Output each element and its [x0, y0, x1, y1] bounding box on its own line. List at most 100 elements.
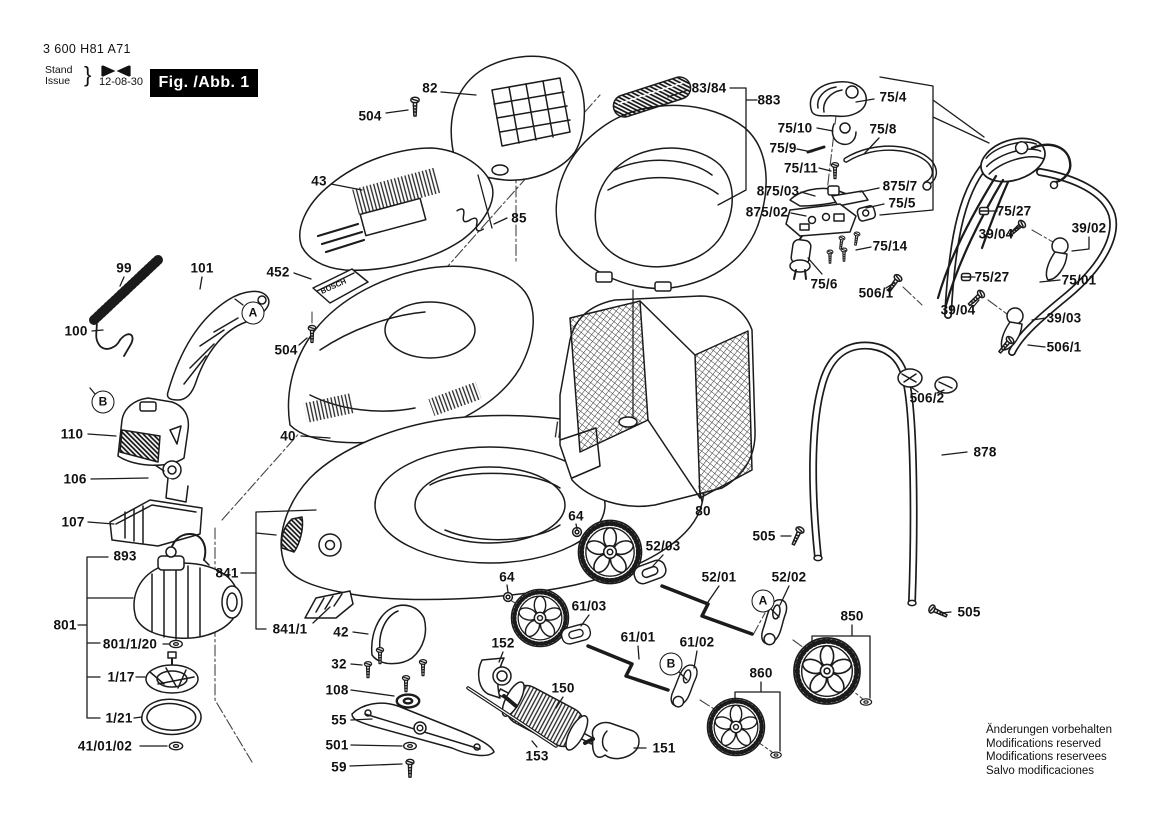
- label-504a: 504: [358, 108, 382, 124]
- label-841-1: 841/1: [272, 621, 308, 637]
- label-64b: 64: [499, 569, 515, 585]
- label-106: 106: [63, 471, 87, 487]
- art-upper-handle-75-01: [936, 137, 1118, 356]
- stand-label: Stand: [45, 64, 73, 76]
- label-875-02: 875/02: [745, 204, 789, 220]
- art-clip-75-27a: [978, 206, 990, 216]
- marker-a-lever: A: [241, 301, 265, 325]
- label-841: 841: [215, 565, 239, 581]
- label-75-6: 75/6: [810, 276, 838, 292]
- art-holder-152: [477, 657, 518, 708]
- label-883: 883: [757, 92, 781, 108]
- art-deflector-42: [370, 604, 427, 665]
- note-de: Änderungen vorbehalten: [986, 724, 1112, 736]
- revision-brace: }: [84, 62, 92, 87]
- art-tray-107: [109, 499, 203, 547]
- marker-b-axle: B: [659, 652, 683, 676]
- label-850: 850: [840, 608, 864, 624]
- art-axle-61-01: [586, 644, 670, 692]
- revision-mark-icon: [100, 64, 132, 82]
- label-501: 501: [325, 737, 349, 753]
- art-washer-108: [395, 693, 421, 709]
- art-screw-505a: [788, 524, 806, 548]
- label-505a: 505: [752, 528, 776, 544]
- art-fan-1-17: [145, 651, 199, 694]
- revision-block: Stand Issue: [45, 65, 72, 87]
- marker-a-axle: A: [751, 589, 775, 613]
- art-screw-504a: [410, 96, 420, 117]
- label-75-8: 75/8: [869, 121, 897, 137]
- figure-label: Fig. /Abb. 1: [150, 69, 258, 97]
- label-107: 107: [61, 514, 85, 530]
- label-875-7: 875/7: [882, 178, 918, 194]
- modification-notes: Änderungen vorbehalten Modifications res…: [986, 724, 1112, 778]
- label-32: 32: [331, 656, 347, 672]
- art-upper-cover-43: [299, 147, 494, 271]
- label-860: 860: [749, 665, 773, 681]
- label-39-02: 39/02: [1071, 220, 1107, 236]
- art-bushing-61-03: [560, 623, 592, 645]
- label-82: 82: [422, 80, 438, 96]
- art-rod-153: [466, 686, 558, 748]
- label-1-17: 1/17: [107, 669, 135, 685]
- label-75-10: 75/10: [777, 120, 813, 136]
- label-75-27b: 75/27: [974, 269, 1010, 285]
- label-893: 893: [113, 548, 137, 564]
- art-mudflap-841-1: [304, 590, 354, 619]
- label-52-03: 52/03: [645, 538, 681, 554]
- label-878: 878: [973, 444, 997, 460]
- label-61-03: 61/03: [571, 598, 607, 614]
- label-110: 110: [60, 426, 84, 442]
- label-83-84: 83/84: [691, 80, 727, 96]
- label-39-04a: 39/04: [978, 226, 1014, 242]
- art-holder-151: [583, 721, 640, 760]
- issue-date: 12-08-30: [99, 76, 144, 88]
- label-52-02: 52/02: [771, 569, 807, 585]
- art-washer-860: [770, 751, 782, 759]
- label-99: 99: [116, 260, 132, 276]
- art-grip-83-84: [612, 76, 692, 118]
- label-55: 55: [331, 712, 347, 728]
- label-1-21: 1/21: [105, 710, 133, 726]
- art-washer-501: [403, 741, 417, 751]
- art-axle-52-01: [660, 584, 754, 636]
- label-75-14: 75/14: [872, 238, 908, 254]
- label-52-01: 52/01: [701, 569, 737, 585]
- label-85: 85: [511, 210, 527, 226]
- note-es: Salvo modificaciones: [986, 764, 1095, 777]
- art-spring-99: [89, 255, 163, 325]
- art-screw-32c: [418, 658, 428, 677]
- art-washer-850: [859, 698, 873, 706]
- art-wheel-850: [794, 638, 860, 704]
- label-75-27a: 75/27: [996, 203, 1032, 219]
- label-42: 42: [333, 624, 349, 640]
- label-100: 100: [64, 323, 88, 339]
- art-nut-64b: [502, 591, 514, 603]
- art-washer-41-01-02: [168, 741, 184, 751]
- label-151: 151: [652, 740, 676, 756]
- art-motor-801: [133, 546, 243, 640]
- art-screw-505b: [926, 603, 950, 621]
- art-wheel-860: [708, 699, 765, 756]
- label-505b: 505: [957, 604, 981, 620]
- art-wheel-front-right: [579, 521, 642, 584]
- art-bracket-106: [154, 460, 189, 503]
- art-belt-1-21: [140, 698, 202, 736]
- art-cable-100: [94, 315, 134, 357]
- label-59: 59: [331, 759, 347, 775]
- label-506-1b: 506/1: [1046, 339, 1082, 355]
- art-screw-59: [405, 758, 415, 778]
- art-washer-801-1-20: [169, 639, 183, 649]
- label-39-03: 39/03: [1046, 310, 1082, 326]
- label-80: 80: [695, 503, 711, 519]
- note-en: Modifications reserved: [986, 737, 1102, 750]
- art-screw-32d: [401, 674, 411, 693]
- label-75-4: 75/4: [879, 89, 907, 105]
- art-grassbox-80: [559, 289, 756, 507]
- label-64a: 64: [568, 508, 584, 524]
- label-101: 101: [190, 260, 214, 276]
- art-cover-110: [117, 397, 190, 466]
- label-40: 40: [280, 428, 296, 444]
